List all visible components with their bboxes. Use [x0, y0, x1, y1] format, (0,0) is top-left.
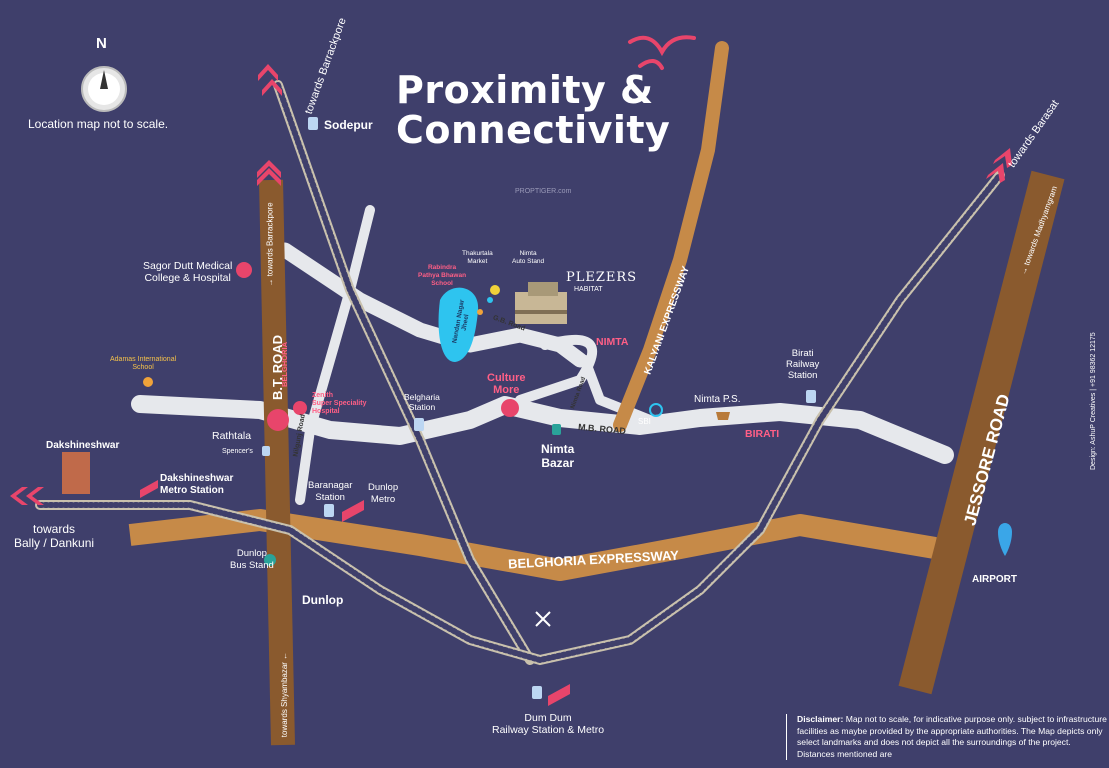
train-icon-birati [806, 390, 816, 403]
adamas-label: Adamas International School [110, 356, 177, 371]
dunlop-label: Dunlop [302, 593, 344, 607]
chevron-up-icon-rail [258, 64, 282, 96]
belgharia-station-label: Belgharia Station [404, 392, 440, 412]
culture-more-marker[interactable] [501, 399, 519, 417]
train-icon-belgharia [414, 418, 424, 431]
sodepur-label: Sodepur [324, 118, 373, 132]
dakshineshwar-metro-label: Dakshineshwar Metro Station [160, 473, 234, 496]
chevron-up-icon [257, 160, 281, 186]
rabindra-school-label: Rabindra Pathya Bhawan School [418, 264, 467, 287]
rathtala-label: Rathtala [212, 430, 252, 442]
nimta-auto-stand-label: Nimta Auto Stand [512, 250, 545, 265]
train-icon-baranagar [324, 504, 334, 517]
hospital-icon-sagor [236, 262, 252, 278]
title-line-1: Proximity & [396, 68, 654, 112]
bank-icon-sbi [649, 403, 663, 417]
hospital-icon-zenith [293, 401, 307, 415]
nandan-nagar-jheel-lake [438, 287, 479, 362]
nimta-label: NIMTA [596, 336, 629, 348]
dakshineshwar-label: Dakshineshwar [46, 440, 120, 451]
scale-note: Location map not to scale. [28, 117, 169, 131]
road-nilgunj [295, 205, 375, 505]
nimta-ps-label: Nimta P.S. [694, 394, 741, 405]
birati-station-label: Birati Railway Station [786, 348, 820, 381]
rathtala-marker[interactable] [267, 409, 289, 431]
metro-icon-dumdum [548, 684, 570, 706]
railway-dakshineshwar-ties [37, 172, 1003, 664]
railway-sodepur-ties [275, 82, 533, 663]
title-line-2: Connectivity [396, 108, 671, 152]
auto-icon-nimta [490, 285, 500, 295]
bus-icon-nimta-bazar [552, 424, 561, 435]
airport-icon [998, 523, 1012, 556]
birati-label: BIRATI [745, 428, 780, 440]
compass-north-label: N [96, 35, 107, 52]
sagor-dutt-label: Sagor Dutt Medical College & Hospital [143, 260, 233, 284]
chevron-icons [10, 64, 1012, 505]
zenith-label: Zenith Super Speciality Hospital [312, 392, 367, 415]
police-icon [716, 412, 730, 420]
towards-shyambazar: towards Shyambazar ← [280, 651, 290, 738]
kalyani-expressway [613, 41, 729, 432]
train-icon-sodepur [308, 117, 318, 130]
spencers-label: Spencer's [222, 448, 253, 455]
baranagar-station-label: Baranagar Station [308, 480, 353, 503]
belghoria-label: BELGHORIA [280, 342, 289, 387]
airport-label: AIRPORT [972, 574, 1017, 585]
birds-icon [628, 35, 696, 70]
bt-road [259, 179, 295, 746]
disclaimer: Disclaimer: Map not to scale, for indica… [786, 714, 1109, 760]
project-buildings [515, 282, 567, 324]
culture-more-label: Culture More [487, 372, 526, 396]
metro-icon-dunlop [342, 500, 364, 522]
dunlop-metro-label: Dunlop Metro [368, 482, 399, 505]
project-subtitle: HABITAT [574, 286, 603, 293]
thakurtala-market-label: Thakurtala Market [462, 250, 493, 265]
dakshineshwar-temple-image [62, 452, 90, 494]
road-main-east-west [131, 395, 954, 464]
towards-bally: towards Bally / Dankuni [14, 522, 95, 550]
page-title: Proximity & Connectivity [396, 70, 670, 150]
design-credit: Design: AshuP Creatives | +91 98362 1217… [1090, 332, 1097, 470]
chevron-right-up-icon [986, 148, 1012, 183]
dunlop-bus-stand-label: Dunlop Bus Stand [230, 548, 274, 571]
chevron-left-icon [10, 487, 44, 505]
compass-icon [81, 66, 127, 112]
shop-icon-spencers [262, 446, 270, 456]
school-icon-rabindra [477, 309, 483, 315]
watermark: PROPTIGER.com [515, 188, 572, 195]
project-name: PLEZERS [566, 270, 638, 285]
market-icon-thakurtala [487, 297, 493, 303]
towards-barrackpore-road: → towards Barrackpore [265, 202, 275, 287]
sbi-label: SBI [638, 417, 651, 426]
jessore-road [898, 170, 1065, 695]
dum-dum-label: Dum Dum Railway Station & Metro [492, 712, 605, 736]
road-nimta-loop [515, 335, 655, 425]
bus-icon-dunlop [264, 554, 276, 566]
train-icon-dumdum [532, 686, 542, 699]
nimta-bazar-label: Nimta Bazar [541, 442, 575, 470]
railway-lines [35, 80, 1005, 666]
metro-icon-dakshineshwar [140, 480, 158, 498]
school-icon-adamas [143, 377, 153, 387]
crossing-icon [535, 611, 551, 627]
disclaimer-text: Map not to scale, for indicative purpose… [797, 714, 1107, 759]
disclaimer-heading: Disclaimer: [797, 714, 844, 724]
